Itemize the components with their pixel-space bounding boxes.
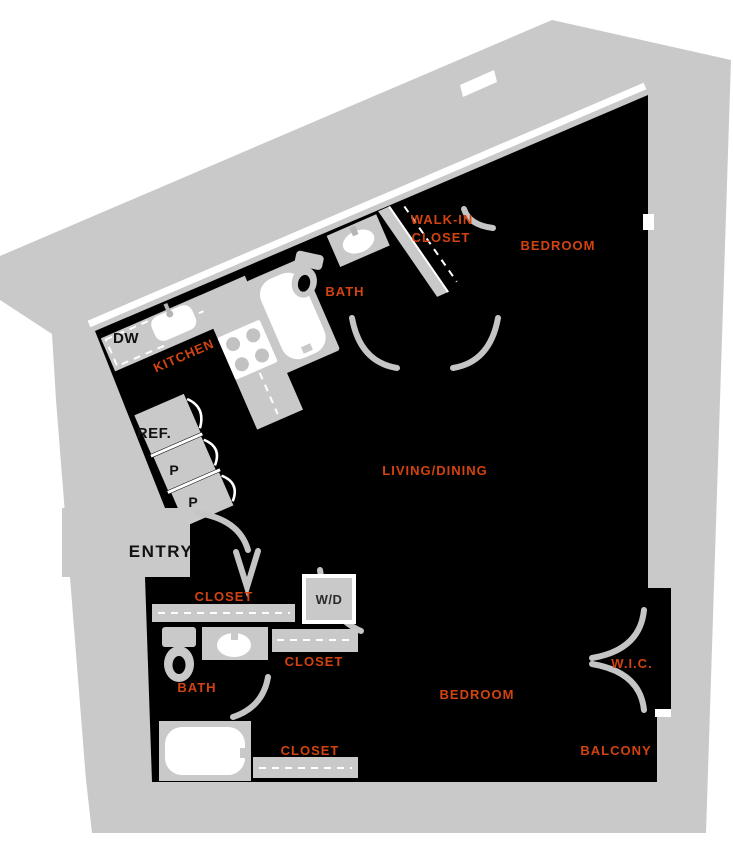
cabinet-swing-1: [186, 397, 203, 429]
wic-2-label: W.I.C.: [611, 656, 652, 671]
tub-1-drain: [300, 343, 313, 354]
facade-notch: [460, 70, 497, 97]
toilet-2-bowl-hole: [172, 656, 186, 674]
linen-closet-label: CLOSET: [281, 743, 340, 758]
bedroom-1-door-left-arc: [349, 315, 400, 371]
burner-1: [226, 337, 241, 352]
balcony-door-gap: [655, 709, 671, 717]
laundry: [302, 574, 356, 624]
entry-door-arc: [194, 510, 251, 553]
bedroom-1-window-gap: [643, 214, 654, 230]
bedroom-closet-label: CLOSET: [285, 654, 344, 669]
bath-2-door-arc: [230, 674, 271, 720]
entry-alcove: [62, 508, 190, 577]
appliance-labels: DW REF. P P ENTRY W/D: [113, 330, 342, 607]
pantry-2-label: P: [188, 494, 197, 510]
burner-4: [255, 348, 270, 363]
pantry-1-label: P: [169, 462, 178, 478]
walk-in-closet-label-line1: WALK-IN: [411, 212, 474, 227]
tub-1: [259, 272, 326, 360]
wic-1-rod-dash: [403, 205, 458, 283]
vanity-1-faucet: [349, 225, 359, 237]
bath-2-label: BATH: [177, 680, 216, 695]
entry-door-leaf: [233, 548, 261, 598]
hall-closet-label: CLOSET: [195, 589, 254, 604]
bedroom-closet-shelf: [272, 629, 358, 652]
washer-dryer-box: [306, 578, 352, 620]
toilet-2-tank: [162, 627, 196, 647]
cabinet-separator-1: [150, 432, 203, 458]
bedroom-2-label: BEDROOM: [440, 687, 515, 702]
wic-1-wall: [378, 206, 449, 297]
toilet-1: [291, 250, 324, 298]
balcony-label: BALCONY: [580, 743, 651, 758]
wall-openings: [643, 214, 671, 717]
vanity-2-faucet: [231, 630, 238, 640]
kitchen-faucet: [166, 310, 174, 318]
entry-area: [62, 508, 190, 577]
living-dining-label: LIVING/DINING: [382, 463, 487, 478]
tub-2-drain: [240, 748, 248, 758]
toilet-1-tank: [294, 250, 324, 270]
cabinet-swing-2: [203, 438, 219, 466]
cabinet-swing-3: [221, 474, 236, 502]
toilet-1-bowl-hole: [297, 274, 311, 292]
walk-in-closet-label-line2: CLOSET: [412, 230, 471, 245]
vanity-1-sink: [342, 229, 375, 254]
washer-dryer-label: W/D: [316, 592, 343, 607]
bath-1-label: BATH: [325, 284, 364, 299]
wic-1-door-arc: [461, 206, 496, 231]
burner-2: [246, 328, 261, 343]
closet-shelves: [152, 604, 358, 778]
bedroom-1-label: BEDROOM: [521, 238, 596, 253]
vanity-2-sink: [217, 633, 251, 657]
dishwasher-label: DW: [113, 330, 139, 347]
bath-2: [159, 627, 268, 781]
kitchen-bath-wing: [100, 205, 458, 527]
bedroom-1-door-right-arc: [450, 315, 501, 371]
stove: [217, 320, 278, 380]
refrigerator-box: [134, 393, 201, 454]
wic-1-wall-edge: [388, 205, 449, 293]
kitchen-faucet-stub: [163, 302, 171, 313]
facade-parting-line: [87, 82, 647, 328]
pantry-box-1: [153, 436, 216, 491]
refrigerator-label: REF.: [137, 425, 172, 442]
kitchen-sink: [151, 305, 197, 341]
burner-3: [234, 357, 249, 372]
linen-closet-shelf: [253, 757, 358, 778]
entry-label: ENTRY: [129, 542, 194, 561]
wic-2-door-bottom-arc: [589, 661, 647, 713]
tub-2: [165, 727, 245, 775]
wic-2-door-top-arc: [589, 607, 647, 661]
cabinet-separator-2: [167, 468, 221, 494]
